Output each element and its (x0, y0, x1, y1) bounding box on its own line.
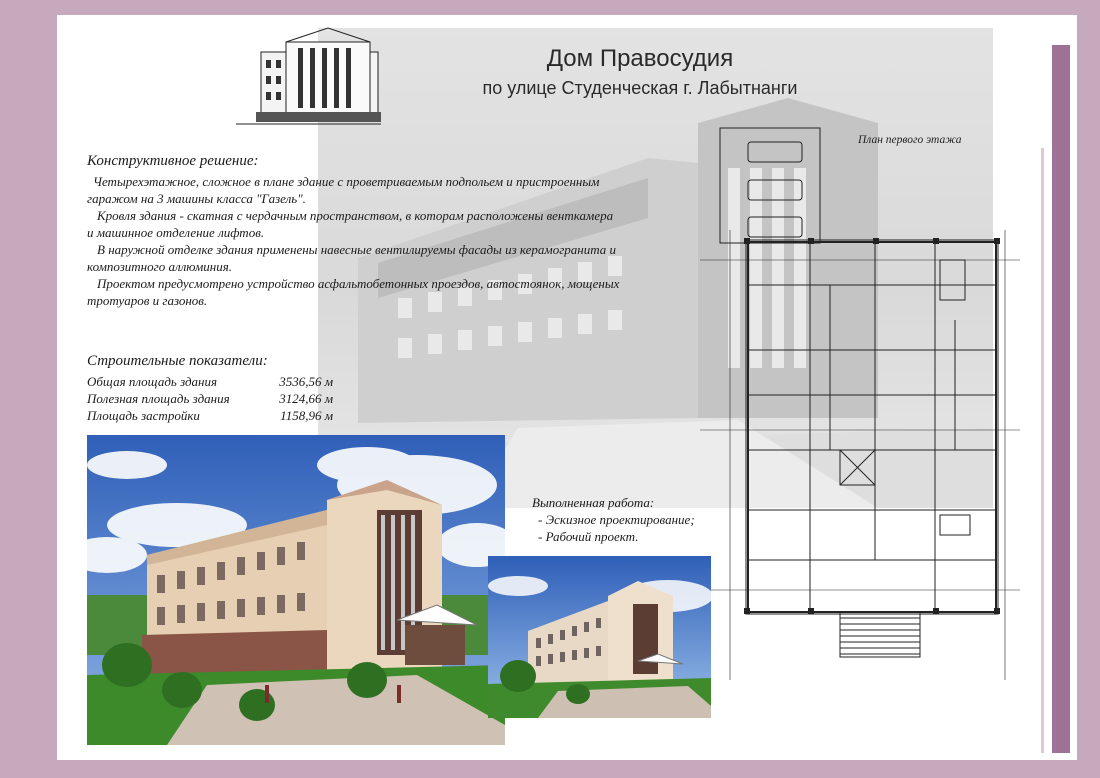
building-render-large (87, 435, 505, 745)
work-item: - Эскизное проектирование; (538, 512, 695, 527)
construction-section: Конструктивное решение: Четырехэтажное, … (87, 152, 622, 309)
facade-elevation-drawing (236, 27, 381, 125)
indicator-value: 3536,56 м (279, 374, 333, 389)
indicators-heading: Строительные показатели: (87, 353, 268, 369)
poster-title: Дом Правосудия по улице Студенческая г. … (470, 45, 810, 100)
accent-bar (1052, 45, 1070, 753)
title-main: Дом Правосудия (546, 45, 734, 72)
construction-paragraph: Кровля здания - скатная с чердачным прос… (87, 208, 614, 240)
indicator-label: Общая площадь здания (87, 374, 218, 389)
indicator-value: 3124,66 м (279, 391, 333, 406)
work-done-section: Выполненная работа: - Эскизное проектиро… (532, 494, 712, 545)
floor-plan-label: План первого этажа (858, 134, 962, 146)
indicator-value: 1158,96 м (280, 408, 333, 423)
indicator-row: Площадь застройки 1158,96 м (87, 407, 357, 424)
construction-heading: Конструктивное решение: (87, 153, 259, 169)
construction-paragraph: Проектом предусмотрено устройство асфаль… (87, 276, 620, 308)
floor-plan-drawing (700, 127, 1020, 680)
building-indicators: Строительные показатели: Общая площадь з… (87, 352, 357, 424)
title-subtitle: по улице Студенческая г. Лабытнанги (482, 78, 798, 98)
indicator-row: Полезная площадь здания 3124,66 м (87, 390, 357, 407)
work-heading: Выполненная работа: (532, 495, 655, 510)
construction-paragraph: Четырехэтажное, сложное в плане здание с… (87, 174, 600, 206)
indicator-row: Общая площадь здания 3536,56 м (87, 373, 357, 390)
building-render-small (488, 556, 711, 718)
indicator-label: Площадь застройки (87, 408, 200, 423)
accent-line (1041, 148, 1044, 753)
background-render (318, 28, 993, 508)
work-item: - Рабочий проект. (538, 529, 639, 544)
indicator-label: Полезная площадь здания (87, 391, 230, 406)
construction-paragraph: В наружной отделке здания применены наве… (87, 242, 617, 274)
